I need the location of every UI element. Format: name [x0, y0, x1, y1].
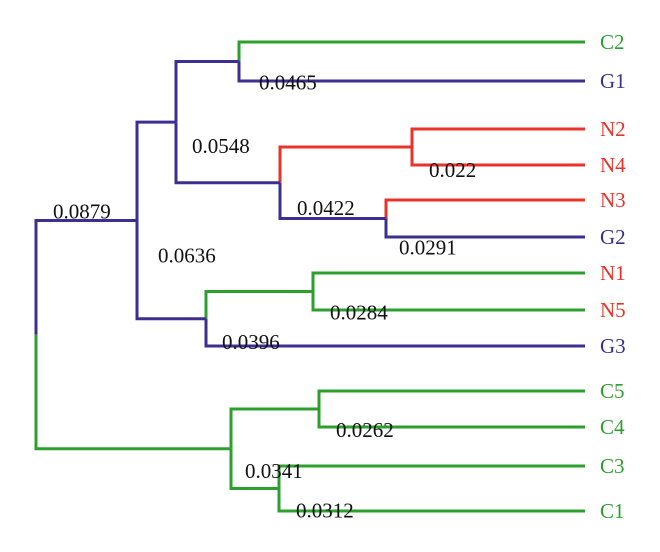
leaf-label-n1: N1	[600, 261, 626, 285]
leaf-label-c2: C2	[600, 30, 625, 54]
leaf-label-c5: C5	[600, 379, 625, 403]
branch-length-labels: 0.0465 0.022 0.0291 0.0422 0.0548 0.0284 0.039…	[53, 71, 476, 523]
branch-label-n_n1n5: 0.0284	[330, 301, 388, 325]
branch-label-n_c3c1: 0.0312	[296, 499, 354, 523]
branch-label-n_c5c4: 0.0262	[336, 418, 394, 442]
leaf-label-g1: G1	[600, 69, 626, 93]
leaf-label-n4: N4	[600, 153, 626, 177]
leaf-label-c1: C1	[600, 499, 625, 523]
branch-label-n_c2g1: 0.0465	[259, 71, 317, 95]
branch-label-n_upper: 0.0636	[158, 243, 216, 267]
leaf-label-g2: G2	[600, 225, 626, 249]
branch-label-n_n3g2: 0.0291	[399, 236, 457, 260]
leaf-label-n3: N3	[600, 188, 626, 212]
leaf-label-g3: G3	[600, 334, 626, 358]
branch-label-n_lower: 0.0341	[245, 459, 303, 483]
branch-label-n_n2n4_n3g2: 0.0422	[297, 196, 355, 220]
branch-label-n_n2n4: 0.022	[429, 158, 476, 182]
branch-label-n_top: 0.0548	[192, 134, 250, 158]
leaf-label-c4: C4	[600, 415, 625, 439]
leaf-label-n2: N2	[600, 117, 626, 141]
branch-label-n_root: 0.0879	[53, 200, 111, 224]
branch-label-n_n1n5g3: 0.0396	[222, 330, 280, 354]
leaf-label-c3: C3	[600, 454, 625, 478]
leaf-label-n5: N5	[600, 298, 626, 322]
dendrogram-edges	[34, 40, 585, 513]
